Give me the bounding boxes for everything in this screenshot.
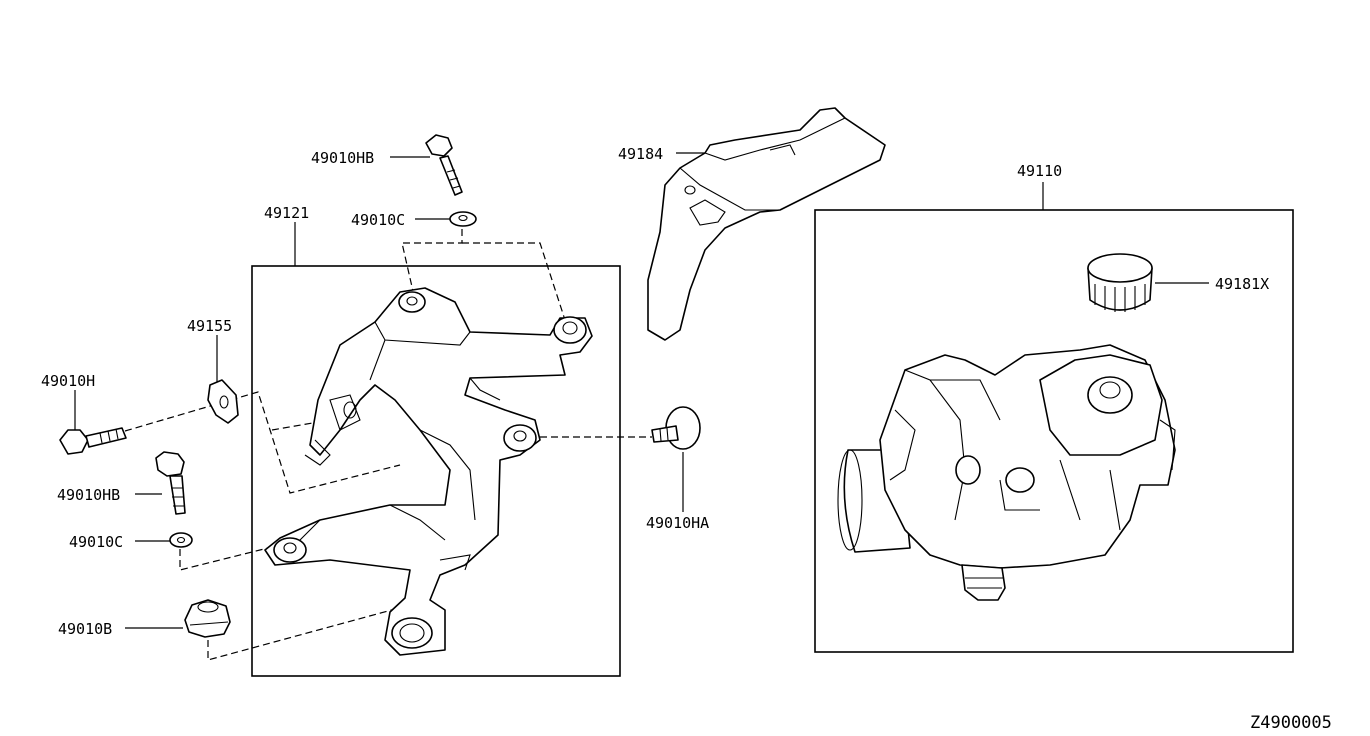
label-bolt-upper: 49010HB: [311, 149, 374, 167]
washer-plate-icon: [207, 379, 239, 424]
bolt-left-icon: [59, 427, 127, 455]
pump-assy-frame: [814, 209, 1294, 653]
label-washer-plate: 49155: [187, 317, 232, 335]
label-washer-lower: 49010C: [69, 533, 123, 551]
drawing-code: Z4900005: [1250, 713, 1332, 733]
label-cover: 49184: [618, 145, 663, 163]
label-cap: 49181X: [1215, 275, 1269, 293]
nut-icon: [184, 599, 231, 638]
cover-icon: [647, 107, 886, 341]
label-stud-bolt: 49010HA: [646, 514, 709, 532]
label-bracket: 49121: [264, 204, 309, 222]
label-pump-assy: 49110: [1017, 162, 1062, 180]
stud-bolt-icon: [651, 406, 701, 450]
steering-pump-assy-icon: [837, 344, 1176, 601]
bolt-upper-icon: [425, 134, 463, 196]
bracket-group-frame: [251, 265, 621, 677]
steering-bracket-icon: [264, 287, 593, 656]
cap-icon: [1087, 253, 1153, 312]
label-bolt-lower: 49010HB: [57, 486, 120, 504]
label-washer-upper: 49010C: [351, 211, 405, 229]
bolt-lower-icon: [155, 451, 186, 515]
washer-upper-icon: [449, 211, 477, 227]
assembly-dashed-lines: [124, 229, 652, 661]
washer-lower-icon: [169, 532, 193, 548]
label-bolt-left: 49010H: [41, 372, 95, 390]
label-nut: 49010B: [58, 620, 112, 638]
leader-lines: [74, 152, 1209, 629]
